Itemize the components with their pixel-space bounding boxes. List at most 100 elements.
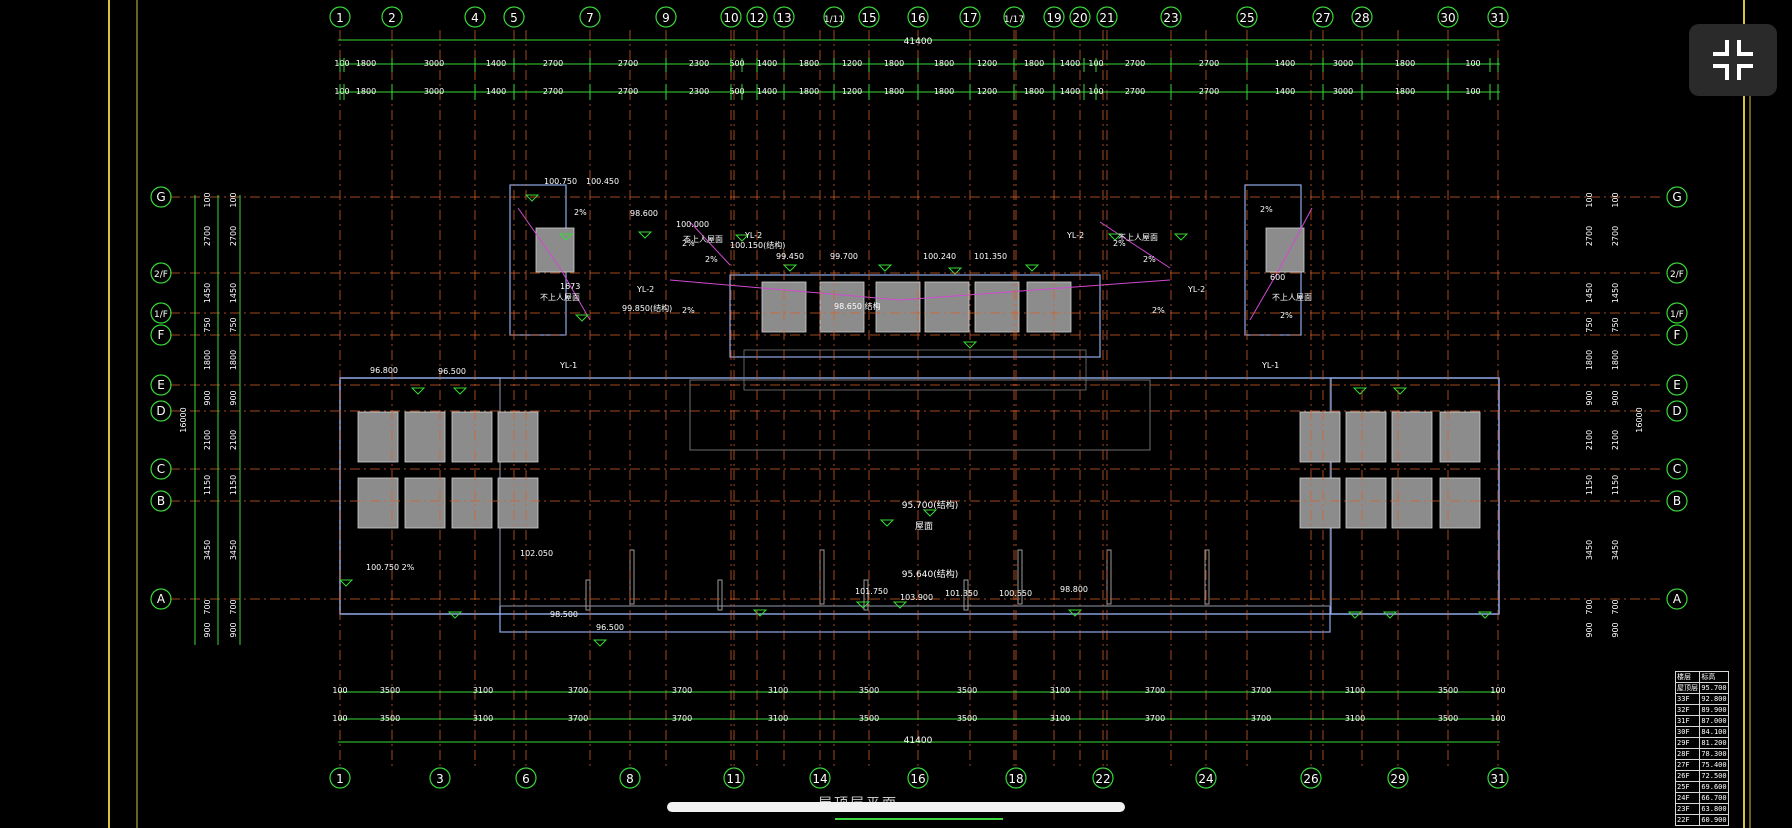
elevation-label: 101.350	[945, 589, 978, 598]
column-axis-label: 26	[1303, 772, 1318, 786]
column-axis-label: 19	[1046, 11, 1061, 25]
left-dim-text: 3450	[229, 540, 238, 560]
top-dim-text: 2700	[1125, 59, 1145, 68]
column-line	[1106, 549, 1112, 605]
top-dim-text: 1800	[356, 87, 376, 96]
row-axis-bubble	[1666, 588, 1688, 610]
elevation-label: 100.240	[923, 252, 956, 261]
column-axis-bubble	[959, 6, 981, 28]
right-dim-text: 900	[1611, 390, 1620, 405]
top-dim-text: 1800	[884, 87, 904, 96]
top-dim-text: 1400	[1275, 59, 1295, 68]
column-axis-label: 23	[1163, 11, 1178, 25]
elevation-marker	[947, 267, 963, 275]
column-axis-label: 20	[1072, 11, 1087, 25]
exit-fullscreen-button[interactable]	[1689, 24, 1777, 96]
top-dim-text: 1800	[934, 87, 954, 96]
left-dim-text: 100	[203, 192, 212, 207]
top-dim-text: 1400	[486, 59, 506, 68]
total-width-label: 41400	[904, 37, 933, 47]
struct-elevation-label: 95.700(结构)	[902, 499, 959, 511]
equipment-block	[404, 477, 446, 529]
elevation-marker	[922, 509, 938, 517]
column-axis-bubble	[1043, 6, 1065, 28]
elevation-label: 600	[1270, 273, 1285, 282]
left-dim-text: 1150	[229, 475, 238, 495]
elevation-marker	[637, 231, 653, 239]
column-axis-label: 18	[1008, 772, 1023, 786]
legend-cell: 63.800	[1699, 803, 1729, 815]
drain-label: YL-2	[636, 285, 654, 294]
caption-underline	[835, 818, 1003, 820]
elevation-marker	[1173, 233, 1189, 241]
row-axis-label: B	[1673, 494, 1681, 508]
right-dim-text: 750	[1611, 317, 1620, 332]
slope-label: 2%	[1152, 306, 1165, 315]
legend-cell: 95.700	[1699, 682, 1729, 694]
elevation-label: 100.000	[676, 220, 709, 229]
column-axis-label: 24	[1198, 772, 1213, 786]
right-dim-text: 1800	[1585, 350, 1594, 370]
top-dim-text: 100	[334, 87, 349, 96]
bottom-dim-text: 3700	[672, 714, 692, 723]
elevation-label: 1673	[560, 282, 580, 291]
elevation-label: 101.750	[855, 587, 888, 596]
left-dim-text: 700	[229, 599, 238, 614]
right-dim-text: 3450	[1585, 540, 1594, 560]
slope-label: 2%	[1280, 311, 1293, 320]
bottom-dim-text: 3700	[568, 686, 588, 695]
elevation-marker	[558, 233, 574, 241]
right-dim-text: 700	[1611, 599, 1620, 614]
roof-note: 不上人屋面	[683, 235, 723, 244]
row-axis-label: D	[1672, 404, 1681, 418]
slope-label: 2%	[1113, 239, 1126, 248]
column-axis-label: 2	[388, 11, 396, 25]
elevation-marker	[338, 579, 354, 587]
core-equipment-block	[1026, 281, 1072, 333]
bottom-dim-text: 3100	[1050, 686, 1070, 695]
home-indicator[interactable]	[667, 802, 1125, 812]
column-axis-bubble	[773, 6, 795, 28]
right-dim-text: 2100	[1585, 430, 1594, 450]
roof-note: 不上人屋面	[540, 293, 580, 302]
bottom-dim-text: 3100	[768, 714, 788, 723]
row-axis-bubble	[1666, 324, 1688, 346]
row-axis-bubble	[150, 324, 172, 346]
elevation-label: 103.900	[900, 593, 933, 602]
top-dim-text: 1800	[799, 87, 819, 96]
row-axis-label: B	[157, 494, 165, 508]
equipment-block	[497, 477, 539, 529]
legend-cell: 23F	[1674, 803, 1701, 815]
slope-label: 2%	[574, 208, 587, 217]
top-dim-text: 100	[334, 59, 349, 68]
legend-cell: 92.800	[1699, 693, 1729, 705]
elevation-label: 100.750 2%	[366, 563, 415, 572]
column-axis-bubble	[1160, 6, 1182, 28]
top-dim-text: 1800	[799, 59, 819, 68]
equipment-block	[1345, 477, 1387, 529]
row-axis-bubble	[150, 374, 172, 396]
column-axis-label: 8	[626, 772, 634, 786]
top-dim-text: 2700	[618, 59, 638, 68]
top-dim-text: 2700	[543, 59, 563, 68]
column-axis-label: 16	[910, 772, 925, 786]
column-axis-bubble	[1312, 6, 1334, 28]
elevation-marker	[752, 609, 768, 617]
bottom-dim-text: 3500	[957, 714, 977, 723]
row-axis-label: A	[157, 592, 166, 606]
drain-label: YL-1	[1261, 361, 1279, 370]
elevation-label: 100.150(结构)	[730, 240, 785, 250]
left-dim-text: 1800	[229, 350, 238, 370]
elevation-marker	[1024, 264, 1040, 272]
top-dim-text: 1200	[977, 59, 997, 68]
elevation-label: 102.050	[520, 549, 553, 558]
bottom-dim-text: 3700	[1145, 714, 1165, 723]
top-dim-text: 2700	[1199, 87, 1219, 96]
column-axis-bubble	[1236, 6, 1258, 28]
elevation-label: 98.800	[1060, 585, 1088, 594]
elevation-marker	[1352, 387, 1368, 395]
